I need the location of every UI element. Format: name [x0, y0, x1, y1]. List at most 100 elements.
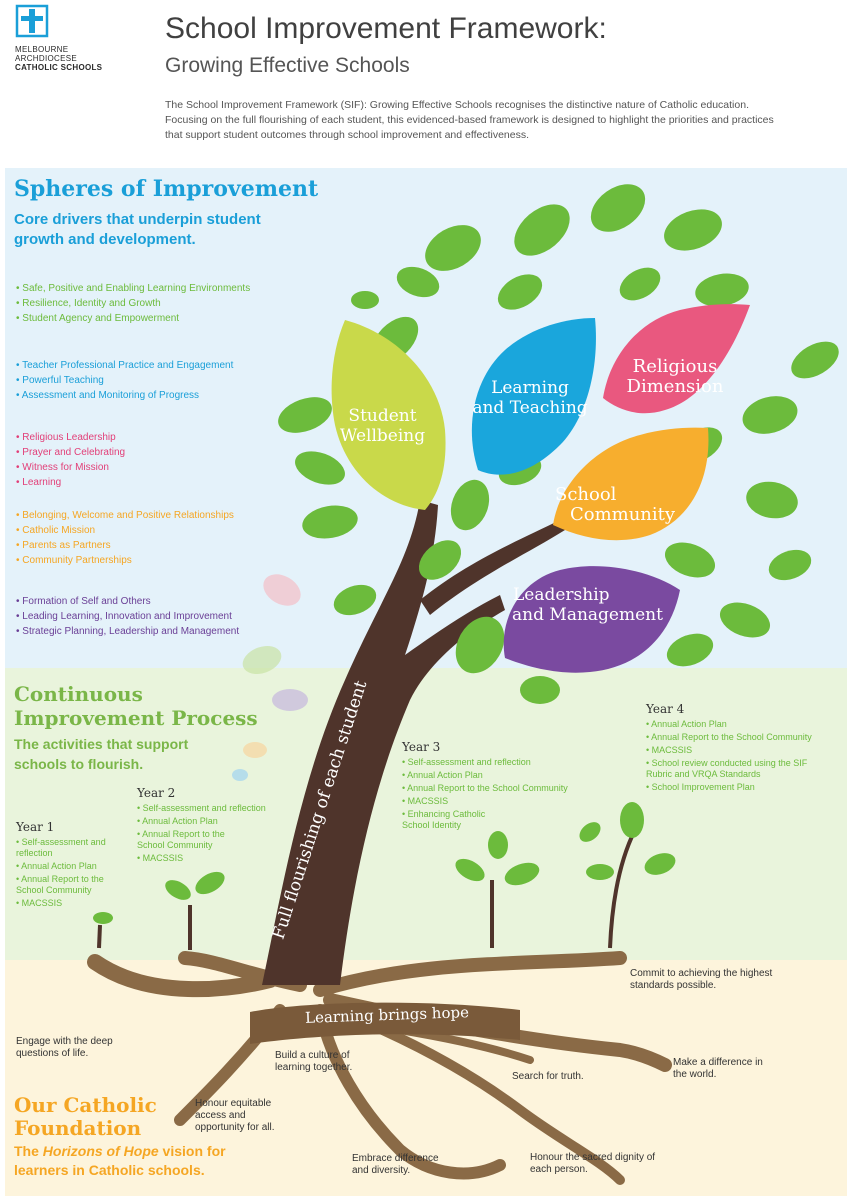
list-item: Annual Action Plan	[646, 719, 841, 730]
falling-leaves	[232, 574, 308, 781]
leaf-label-line: Religious	[632, 356, 718, 377]
root-dignity: Honour the sacred dignity of each person…	[530, 1152, 656, 1175]
list-item: School Improvement Plan	[646, 782, 841, 793]
leaf-label-line: and Teaching	[472, 398, 588, 418]
list-item: Safe, Positive and Enabling Learning Env…	[16, 281, 250, 296]
cross-logo-icon	[15, 4, 49, 38]
list-item: Self-assessment and reflection	[137, 803, 292, 814]
leaf-label-line: Leadership	[513, 585, 610, 605]
list-item: Annual Action Plan	[137, 816, 292, 827]
list-item: Community Partnerships	[16, 553, 234, 568]
list-item: Student Agency and Empowerment	[16, 311, 250, 326]
leaf-learning	[471, 318, 596, 475]
sphere-group-community: Belonging, Welcome and Positive Relation…	[16, 508, 234, 568]
list-item: Formation of Self and Others	[16, 594, 239, 609]
list-item: Self-assessment and reflection	[16, 837, 126, 859]
foundation-sub-pre: The	[14, 1143, 43, 1159]
leaf-religious	[603, 304, 750, 414]
leaf-label-line: School	[555, 484, 617, 505]
list-item: Religious Leadership	[16, 430, 125, 445]
sphere-group-wellbeing: Safe, Positive and Enabling Learning Env…	[16, 281, 250, 326]
list-item: Learning	[16, 475, 125, 490]
intro-text: The School Improvement Framework (SIF): …	[165, 99, 774, 141]
continuous-heading: Continuous Improvement Process	[14, 682, 258, 730]
list-item: Powerful Teaching	[16, 373, 233, 388]
list-item: Annual Action Plan	[16, 861, 126, 872]
foundation-subheading: The Horizons of Hope vision for learners…	[14, 1142, 244, 1180]
list-item: Annual Action Plan	[402, 770, 602, 781]
list-item: Resilience, Identity and Growth	[16, 296, 250, 311]
root-culture: Build a culture of learning together.	[275, 1050, 353, 1073]
logo: MELBOURNE ARCHDIOCESE CATHOLIC SCHOOLS	[15, 4, 102, 72]
leaf-label-wellbeing-text: Student Wellbeing	[339, 406, 426, 446]
list-item: Teacher Professional Practice and Engage…	[16, 358, 233, 373]
continuous-subheading: The activities that support schools to f…	[14, 734, 188, 774]
list-item: Self-assessment and reflection	[402, 757, 602, 768]
year-seedlings	[93, 802, 676, 950]
sphere-group-religious: Religious Leadership Prayer and Celebrat…	[16, 430, 125, 490]
leaf-label-community: School Community	[555, 485, 690, 525]
leaf-label-line: Learning	[491, 378, 569, 398]
spheres-subheading: Core drivers that underpin student growt…	[14, 211, 261, 248]
list-item: MACSSIS	[646, 745, 841, 756]
year-2-block: Year 2 Self-assessment and reflection An…	[137, 786, 292, 866]
list-item: Witness for Mission	[16, 460, 125, 475]
leaf-label-learning: Learning and Teaching	[470, 378, 590, 418]
list-item: Strategic Planning, Leadership and Manag…	[16, 624, 239, 639]
list-item: Annual Report to the School Community	[137, 829, 247, 851]
list-item: Catholic Mission	[16, 523, 234, 538]
year-1-block: Year 1 Self-assessment and reflection An…	[16, 820, 126, 911]
list-item: School review conducted using the SIF Ru…	[646, 758, 821, 780]
year-3-block: Year 3 Self-assessment and reflection An…	[402, 740, 602, 833]
page-subtitle: Growing Effective Schools	[165, 54, 410, 77]
logo-line-1: MELBOURNE	[15, 45, 69, 54]
list-item: MACSSIS	[16, 898, 126, 909]
leaf-label-line: Dimension	[626, 376, 724, 397]
foundation-heading-line: Foundation	[14, 1116, 142, 1140]
foundation-heading: Our Catholic Foundation	[14, 1094, 157, 1140]
continuous-subheading-line: schools to flourish.	[14, 756, 144, 772]
foundation-sub-em: Horizons of Hope	[42, 1143, 159, 1159]
year-4-block: Year 4 Annual Action Plan Annual Report …	[646, 702, 841, 795]
leaf-label-line: Community	[569, 504, 676, 525]
leaf-label-religious: Religious Dimension	[610, 357, 740, 397]
year-label: Year 4	[646, 702, 685, 716]
continuous-heading-line: Continuous	[14, 682, 143, 706]
list-item: Leading Learning, Innovation and Improve…	[16, 609, 239, 624]
root-banner-shape	[250, 1002, 520, 1044]
continuous-heading-line: Improvement Process	[14, 706, 258, 730]
foundation-sub-post: vision for learners in Catholic schools.	[14, 1143, 226, 1178]
sphere-group-leadership: Formation of Self and Others Leading Lea…	[16, 594, 239, 639]
list-item: Parents as Partners	[16, 538, 234, 553]
list-item: MACSSIS	[137, 853, 292, 864]
list-item: MACSSIS	[402, 796, 602, 807]
page-title: School Improvement Framework:	[165, 12, 607, 45]
year-label: Year 3	[402, 740, 441, 754]
logo-line-3: CATHOLIC SCHOOLS	[15, 63, 103, 72]
leaf-label-leadership: Leadership and Management	[505, 585, 670, 625]
leaf-leadership	[503, 566, 680, 673]
root-embrace: Embrace difference and diversity.	[352, 1153, 439, 1176]
list-item: Prayer and Celebrating	[16, 445, 125, 460]
list-item: Enhancing Catholic School Identity	[402, 809, 507, 831]
logo-line-2: ARCHDIOCESE	[15, 54, 77, 63]
foundation-heading-line: Our Catholic	[14, 1093, 157, 1117]
year-label: Year 1	[16, 820, 55, 834]
leaf-label-wellbeing: Student Wellbeing	[335, 406, 430, 446]
root-commit: Commit to achieving the highest standard…	[630, 968, 773, 991]
leaf-wellbeing	[331, 320, 446, 510]
root-search: Search for truth.	[512, 1071, 584, 1082]
list-item: Assessment and Monitoring of Progress	[16, 388, 233, 403]
tree-trunk	[262, 500, 505, 985]
year-label: Year 2	[137, 786, 176, 800]
list-item: Annual Report to the School Community	[402, 783, 602, 794]
sphere-group-learning: Teacher Professional Practice and Engage…	[16, 358, 234, 403]
branch-right	[420, 520, 565, 615]
root-engage: Engage with the deep questions of life.	[16, 1036, 113, 1059]
spheres-heading: Spheres of Improvement	[14, 176, 319, 202]
green-leaves	[278, 184, 839, 704]
list-item: Belonging, Welcome and Positive Relation…	[16, 508, 234, 523]
list-item: Annual Report to the School Community	[16, 874, 126, 896]
foundation-background	[5, 960, 847, 1196]
